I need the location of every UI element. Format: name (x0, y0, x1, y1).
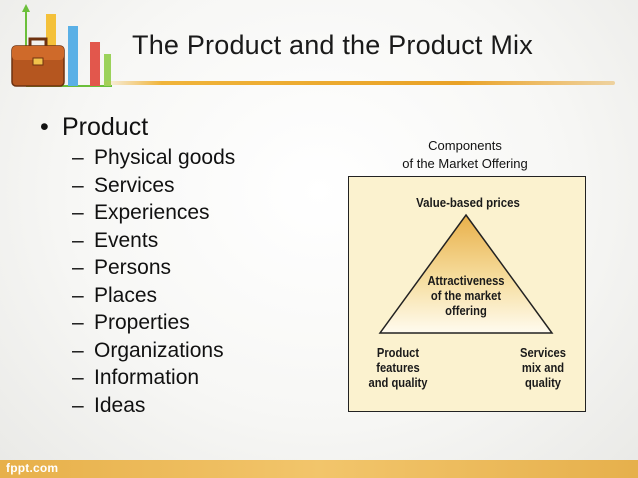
product-features-label: Product features and quality (368, 345, 428, 390)
list-item: –Places (72, 283, 158, 307)
list-item-label: Events (94, 228, 159, 252)
list-item-label: Information (94, 366, 200, 389)
list-item-label: Services (94, 173, 175, 197)
caption-line-1: Components (428, 138, 502, 153)
list-item: –Organizations (72, 338, 224, 362)
list-item-label: Ideas (94, 393, 146, 417)
caption-line-2: of the Market Offering (402, 156, 528, 171)
services-mix-label: Services mix and quality (519, 345, 567, 390)
diagram-caption: Components of the Market Offering (380, 137, 550, 173)
attractiveness-label: Attractiveness of the market offering (427, 273, 505, 318)
main-bullet: • Product (40, 112, 235, 142)
list-item-label: Organizations (94, 338, 224, 362)
slide-title: The Product and the Product Mix (132, 30, 533, 60)
triangle-graphic (378, 213, 554, 334)
list-item: –Services (72, 173, 175, 197)
list-item-label: Properties (94, 311, 190, 334)
list-item: –Ideas (72, 393, 146, 417)
bullet-glyph: • (40, 113, 49, 141)
list-item: –Experiences (72, 201, 210, 224)
list-item: –Information (72, 366, 200, 389)
sub-item-list: –Physical goods –Services –Experiences –… (72, 144, 235, 419)
value-based-prices-label: Value-based prices (416, 195, 520, 210)
title-underline (100, 81, 615, 85)
business-chart-icon (8, 4, 118, 96)
bullet-list: • Product –Physical goods –Services –Expe… (40, 112, 235, 419)
footer-brand: fppt.com (6, 461, 59, 475)
list-item-label: Places (94, 283, 158, 307)
list-item: –Persons (72, 256, 172, 279)
market-offering-diagram: Value-based prices Attractiveness of the… (348, 176, 586, 412)
list-item: –Events (72, 228, 159, 252)
list-item: –Physical goods (72, 146, 236, 169)
list-item-label: Physical goods (94, 146, 236, 169)
offering-triangle (378, 213, 554, 334)
list-item-label: Experiences (94, 201, 210, 224)
list-item-label: Persons (94, 256, 172, 279)
main-bullet-label: Product (62, 113, 149, 141)
list-item: –Properties (72, 311, 190, 334)
footer-band (0, 460, 638, 478)
